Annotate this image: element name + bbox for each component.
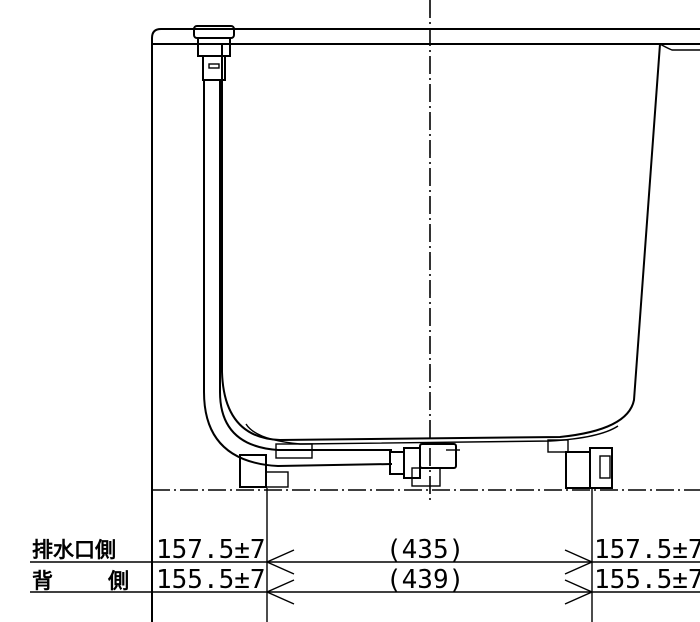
tub-apron-outline: [151, 28, 700, 622]
overflow-pipe: [193, 25, 393, 468]
drain-fitting: [389, 443, 460, 487]
drain-left-dimension: 157.5±7: [156, 535, 266, 565]
back-left-dimension: 155.5±7: [156, 565, 266, 595]
left-support-leg: [239, 443, 313, 488]
drain-center-dimension: (435): [386, 535, 464, 565]
drain-right-dimension: 157.5±7: [594, 535, 700, 565]
row-label-back-side-part2: 側: [107, 569, 129, 593]
row-label-drain-side: 排水口側: [32, 538, 116, 562]
back-right-dimension: 155.5±7: [594, 565, 700, 595]
row-label-back-side-part1: 背: [32, 569, 53, 593]
dimension-row-drain-side: [30, 549, 700, 575]
dimension-row-back-side: [30, 579, 700, 605]
right-support-leg: [547, 439, 613, 489]
extension-lines: [266, 488, 593, 622]
tub-basin: [221, 43, 700, 445]
back-center-dimension: (439): [386, 565, 464, 595]
